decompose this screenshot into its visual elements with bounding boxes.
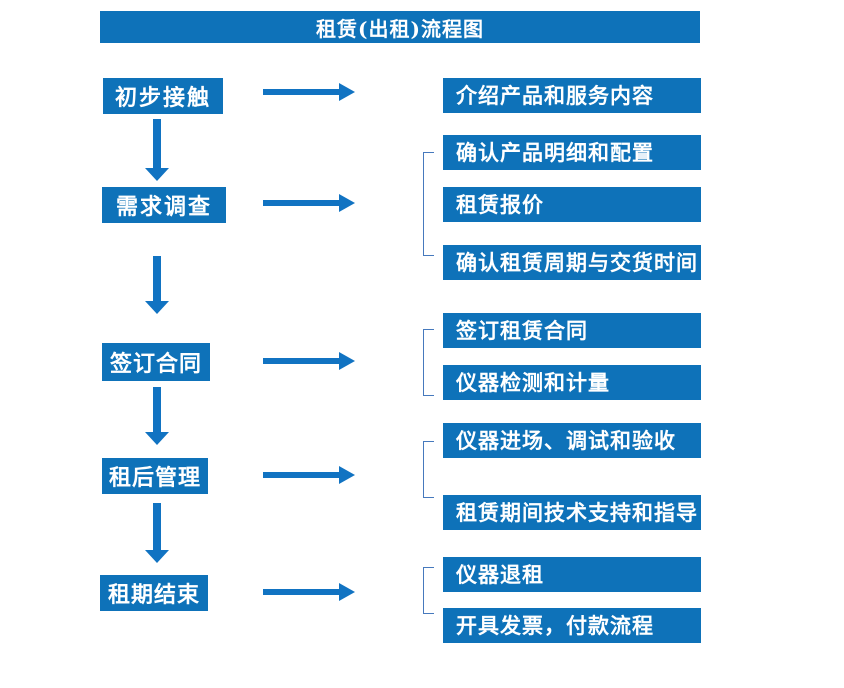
arrow-right-icon <box>263 83 355 101</box>
step-box-requirement-survey: 需求调查 <box>102 187 226 223</box>
step-box-initial-contact: 初步接触 <box>103 78 223 114</box>
arrow-down-icon <box>145 256 169 314</box>
output-box-tech-support: 租赁期间技术支持和指导 <box>443 495 701 530</box>
arrow-head <box>145 550 169 563</box>
arrow-head <box>339 466 355 484</box>
output-box-instrument-return: 仪器退租 <box>443 557 701 592</box>
arrow-head <box>339 583 355 601</box>
output-box-invoice-payment: 开具发票，付款流程 <box>443 608 701 643</box>
output-box-instrument-setup: 仪器进场、调试和验收 <box>443 423 701 458</box>
arrow-head <box>339 352 355 370</box>
output-box-sign-rental-contract: 签订租赁合同 <box>443 313 701 348</box>
arrow-head <box>145 301 169 314</box>
arrow-shaft <box>263 589 340 595</box>
arrow-shaft <box>153 387 161 432</box>
output-box-rental-quotation: 租赁报价 <box>443 187 701 222</box>
arrow-head <box>339 194 355 212</box>
arrow-shaft <box>263 472 340 478</box>
arrow-right-icon <box>263 466 355 484</box>
arrow-shaft <box>153 119 161 168</box>
flowchart-title-bar: 租赁(出租)流程图 <box>100 11 700 43</box>
arrow-down-icon <box>145 387 169 445</box>
step-box-rental-end: 租期结束 <box>100 575 208 611</box>
arrow-shaft <box>263 200 340 206</box>
arrow-shaft <box>153 256 161 301</box>
arrow-shaft <box>153 503 161 550</box>
arrow-right-icon <box>263 583 355 601</box>
arrow-shaft <box>263 358 340 364</box>
flowchart-title: 租赁(出租)流程图 <box>316 16 484 41</box>
output-box-introduce-products: 介绍产品和服务内容 <box>443 78 701 113</box>
output-box-confirm-product-details: 确认产品明细和配置 <box>443 135 701 170</box>
arrow-down-icon <box>145 503 169 563</box>
arrow-right-icon <box>263 352 355 370</box>
output-box-instrument-testing: 仪器检测和计量 <box>443 365 701 400</box>
arrow-head <box>145 432 169 445</box>
group-bracket <box>423 567 434 614</box>
arrow-head <box>145 168 169 181</box>
step-box-sign-contract: 签订合同 <box>102 343 210 381</box>
arrow-shaft <box>263 89 340 95</box>
step-box-post-rental-management: 租后管理 <box>102 458 208 494</box>
output-box-confirm-period-delivery: 确认租赁周期与交货时间 <box>443 245 701 280</box>
arrow-down-icon <box>145 119 169 181</box>
arrow-right-icon <box>263 194 355 212</box>
arrow-head <box>339 83 355 101</box>
group-bracket <box>423 329 434 396</box>
group-bracket <box>423 441 434 498</box>
group-bracket <box>423 152 434 256</box>
